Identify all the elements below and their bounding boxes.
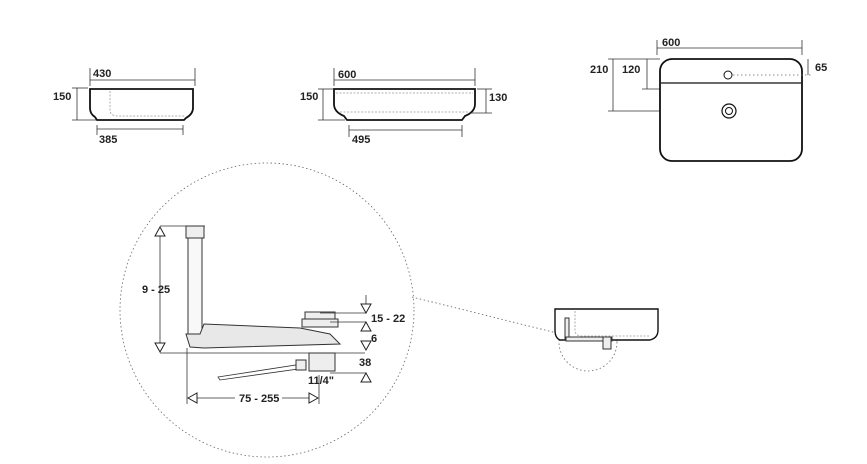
dim-width-bottom: 495 xyxy=(352,134,370,146)
dim-width: 600 xyxy=(662,37,680,49)
dim-height-range: 9 - 25 xyxy=(142,284,170,296)
dim-width-top: 430 xyxy=(93,68,111,80)
dim-length-range: 75 - 255 xyxy=(239,393,279,405)
thread-size: 11/4" xyxy=(308,375,334,387)
top-view: 600 210 120 65 xyxy=(590,37,827,162)
dim-depth: 210 xyxy=(590,64,608,76)
dim-height: 150 xyxy=(53,91,71,103)
dim-height: 150 xyxy=(300,91,318,103)
dim-plug-range: 15 - 22 xyxy=(371,313,405,325)
dim-gap: 6 xyxy=(371,333,377,345)
front-view-large: 600 150 130 495 xyxy=(300,68,507,146)
front-view-small: 430 150 385 xyxy=(53,68,196,146)
dim-inner-height: 130 xyxy=(489,92,507,104)
dim-outlet-height: 38 xyxy=(359,357,371,369)
dim-tap-offset: 120 xyxy=(622,64,640,76)
side-view-with-waste xyxy=(554,308,659,372)
dim-width-bottom: 385 xyxy=(99,134,117,146)
waste-detail: 9 - 25 15 - 22 6 38 11/4" 75 - 255 xyxy=(119,162,566,458)
dim-tap-edge: 65 xyxy=(815,62,827,74)
dim-width-top: 600 xyxy=(338,69,356,81)
